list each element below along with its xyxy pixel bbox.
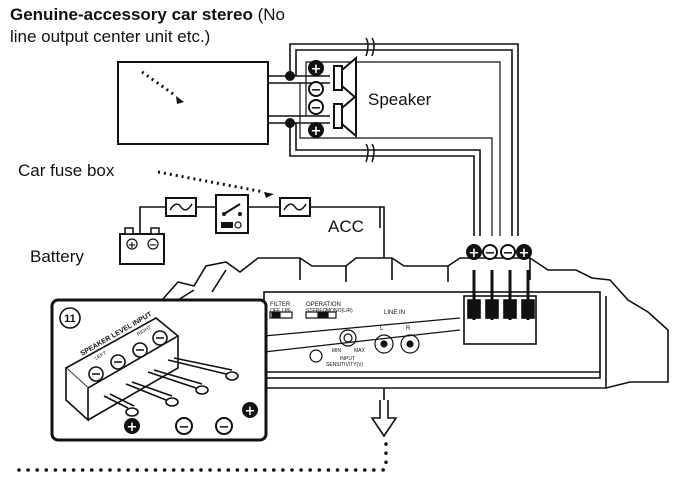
wire-breaks: [365, 37, 375, 163]
ground-arrow-icon: [370, 400, 398, 438]
panel-line-in: LINE IN: [384, 310, 405, 316]
inset-leader-line: [263, 317, 461, 353]
inset-minus-1: −: [179, 420, 190, 435]
amp-plus-right: +: [519, 246, 530, 261]
amp-terminal-polarity: [466, 244, 532, 260]
amp-plus-left: +: [469, 246, 480, 261]
panel-l: L: [380, 326, 384, 332]
amp-minus-left: −: [485, 246, 496, 261]
panel-sensitivity: SENSITIVITY(V): [326, 362, 364, 368]
inset-plus-2: +: [245, 404, 256, 419]
ground-dotted-line: [8, 442, 388, 472]
speaker-label: Speaker: [368, 90, 432, 109]
stereo-pointer: [141, 70, 184, 104]
battery-plus: +: [128, 240, 136, 251]
fuse-2-icon: [279, 197, 311, 217]
battery-label: Battery: [30, 247, 84, 266]
battery-icon: [119, 227, 165, 265]
callout-number-badge: [59, 307, 81, 329]
amp-minus-right: −: [503, 246, 514, 261]
panel-filter: FILTER: [270, 302, 291, 308]
speaker-plus-lower: +: [311, 124, 322, 139]
fuse-pointer: [157, 170, 274, 198]
speaker-polarity: [308, 60, 324, 138]
inset-minus-2: −: [219, 420, 230, 435]
panel-off: OFF: [270, 308, 280, 314]
panel-stereo: STEREO: [306, 308, 327, 314]
battery-minus: −: [149, 240, 157, 251]
speaker-upper-icon: [333, 55, 357, 101]
inset-plus-1: +: [127, 420, 138, 435]
panel-max: MAX: [354, 348, 366, 354]
callout-number: 11: [64, 313, 76, 325]
panel-monolr: MONO(L/R): [326, 308, 353, 314]
stereo-label: Genuine-accessory car stereo (No line ou…: [10, 5, 285, 46]
junction-dots: [285, 71, 295, 128]
amp-terminal-block: [463, 270, 537, 345]
speaker-plus-upper: +: [311, 62, 322, 77]
fuse-1-icon: [165, 197, 197, 217]
terminal-left-label: LEFT: [94, 350, 108, 361]
speaker-wires: [268, 43, 519, 236]
acc-label: ACC: [328, 217, 364, 236]
panel-operation: OPERATION: [306, 302, 341, 308]
inset-wires: [103, 357, 239, 417]
speaker-lower-icon: [333, 93, 357, 139]
inset-polarity: [124, 402, 258, 435]
fuse-box-label: Car fuse box: [18, 161, 115, 180]
car-stereo-box: [117, 61, 269, 145]
panel-lpf: LPF: [282, 308, 291, 314]
inset-terminal-block: [64, 317, 180, 422]
amplifier-body: [161, 257, 669, 389]
speaker-minus-upper: −: [311, 83, 322, 98]
speaker-minus-lower: −: [311, 101, 322, 116]
panel-r: R: [406, 326, 411, 332]
panel-input: INPUT: [340, 356, 355, 362]
acc-switch-icon: [215, 194, 249, 234]
panel-min: MIN: [332, 348, 342, 354]
